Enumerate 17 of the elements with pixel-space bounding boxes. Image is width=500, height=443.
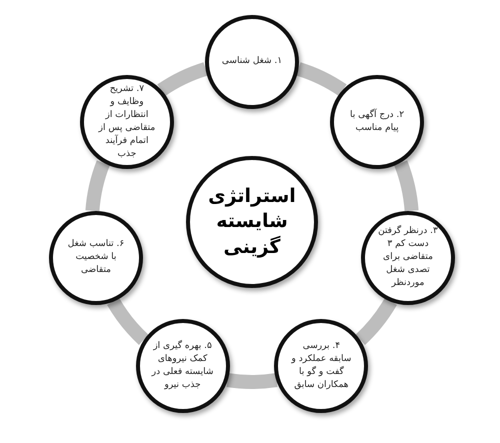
step-text: ۳. درنظر گرفتن دست کم ۳ متقاضی برای تصدی شغل موردنظر: [377, 224, 439, 290]
ring-connector: [85, 160, 110, 212]
step-text: ۲. درج آگهی با پیام مناسب: [349, 109, 406, 136]
step-circle: [136, 319, 230, 414]
ring-connector: [296, 62, 346, 96]
ring-connector: [158, 62, 208, 96]
step-text: ۷. تشریح وظایف و انتظارات از متقاضی پس از اتمام فرآیند جذب: [97, 83, 156, 162]
step-circle: [330, 75, 424, 170]
ring-connector: [226, 373, 278, 389]
step-text: ۶. تناسب شغل با شخصیت متقاضی: [66, 238, 126, 278]
center-title: استراتژی شایسته گزینی: [207, 184, 297, 260]
ring-connector: [394, 160, 419, 212]
step-text: ۴. بررسی سابقه عملکرد و گفت و گو با همکاران سابق: [290, 340, 352, 392]
step-text: ۵. بهره گیری از کمک نیروهای شایسته فعلی در جذب نیرو: [150, 340, 214, 392]
ring-connector: [355, 298, 397, 345]
step-text: ۱. شغل شناسی: [220, 55, 284, 68]
ring-connector: [107, 298, 149, 345]
